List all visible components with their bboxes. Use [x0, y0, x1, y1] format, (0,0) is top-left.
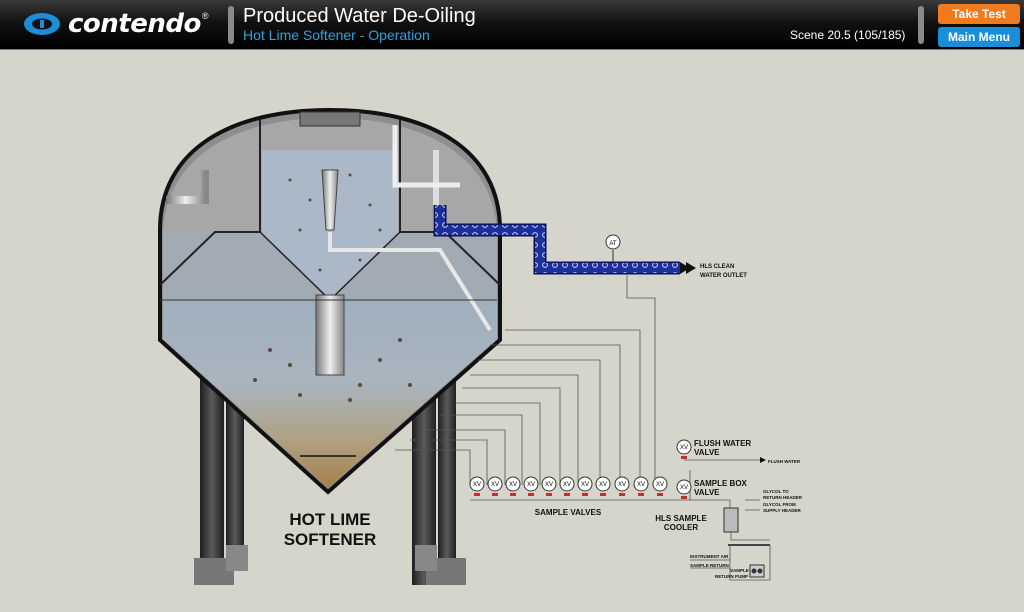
sample-lines [395, 275, 691, 501]
sample-return-label: SAMPLE RETURN [690, 563, 729, 568]
sample-valve[interactable]: XV [559, 476, 575, 496]
sample-valve[interactable]: XV [614, 476, 630, 496]
svg-text:XV: XV [509, 482, 517, 488]
sample-valve[interactable]: XV [633, 476, 649, 496]
svg-text:XV: XV [473, 482, 481, 488]
sample-box-label-1: SAMPLE BOX [694, 479, 748, 488]
svg-text:XV: XV [491, 482, 499, 488]
instrument-air-label: INSTRUMENT AIR [690, 554, 729, 559]
glycol-return-1: GLYCOL TO [763, 489, 789, 494]
brand-name: contendo [68, 9, 201, 39]
sample-valve[interactable]: XV [487, 476, 503, 496]
vessel-label-line1: HOT LIME [289, 510, 370, 529]
flush-water-label-1: FLUSH WATER [694, 439, 751, 448]
flush-water-dest: FLUSH WATER [768, 459, 801, 464]
svg-text:XV: XV [637, 482, 645, 488]
sample-valve[interactable]: XV [652, 476, 668, 496]
glycol-supply-1: GLYCOL FROM [763, 502, 796, 507]
contendo-logo-icon [24, 13, 60, 35]
vessel-label-line2: SOFTENER [284, 530, 377, 549]
cooler-label-2: COOLER [664, 523, 698, 532]
svg-text:XV: XV [581, 482, 589, 488]
scene-counter: Scene 20.5 (105/185) [790, 28, 906, 42]
svg-text:XV: XV [618, 482, 626, 488]
glycol-supply-2: SUPPLY HEADER [763, 508, 802, 513]
svg-text:XV: XV [599, 482, 607, 488]
analyzer-tag: AT [609, 241, 617, 247]
sample-valve[interactable]: XV [577, 476, 593, 496]
main-menu-button[interactable]: Main Menu [938, 27, 1020, 47]
sample-valve[interactable]: XV [541, 476, 557, 496]
svg-text:XV: XV [527, 482, 535, 488]
svg-text:XV: XV [656, 482, 664, 488]
header-bar: contendo ® Produced Water De-Oiling Hot … [0, 0, 1024, 50]
page-subtitle: Hot Lime Softener - Operation [243, 27, 430, 43]
hls-sample-cooler [690, 499, 770, 541]
cooler-label-1: HLS SAMPLE [655, 514, 707, 523]
sample-return-pump [690, 544, 771, 581]
hot-lime-softener-vessel [158, 107, 502, 495]
sample-valve[interactable]: XV [595, 476, 611, 496]
pump-label-1: SAMPLE [730, 568, 749, 573]
header-divider [228, 6, 234, 44]
sample-valves-label: SAMPLE VALVES [535, 508, 602, 517]
glycol-return-2: RETURN HEADER [763, 495, 803, 500]
contendo-logo: contendo ® [22, 9, 208, 39]
process-diagram: HOT LIME SOFTENER HLS CLEAN WATER OUTLET… [158, 107, 803, 585]
sample-valve-row: XV XV XV XV XV XV XV XV XV XV XV [469, 476, 668, 496]
sample-valve[interactable]: XV [469, 476, 485, 496]
registered-mark: ® [201, 11, 209, 21]
vessel-legs [194, 370, 466, 585]
sample-valve[interactable]: XV [523, 476, 539, 496]
sample-valve[interactable]: XV [505, 476, 521, 496]
svg-text:XV: XV [545, 482, 553, 488]
pump-label-2: RETURN PUMP [715, 574, 748, 579]
sample-box-label-2: VALVE [694, 488, 720, 497]
svg-text:XV: XV [563, 482, 571, 488]
analyzer-transmitter: AT [605, 234, 621, 264]
clean-water-outlet-pipe [433, 205, 696, 275]
page-title: Produced Water De-Oiling [243, 5, 476, 27]
outlet-label-2: WATER OUTLET [700, 273, 747, 279]
svg-text:XV: XV [680, 445, 688, 451]
header-divider-right [918, 6, 924, 44]
flush-water-label-2: VALVE [694, 448, 720, 457]
outlet-label-1: HLS CLEAN [700, 264, 734, 270]
svg-text:XV: XV [680, 485, 688, 491]
flush-water-valve[interactable]: XV [676, 439, 766, 463]
take-test-button[interactable]: Take Test [938, 4, 1020, 24]
sample-box-valve[interactable]: XV [676, 479, 692, 499]
